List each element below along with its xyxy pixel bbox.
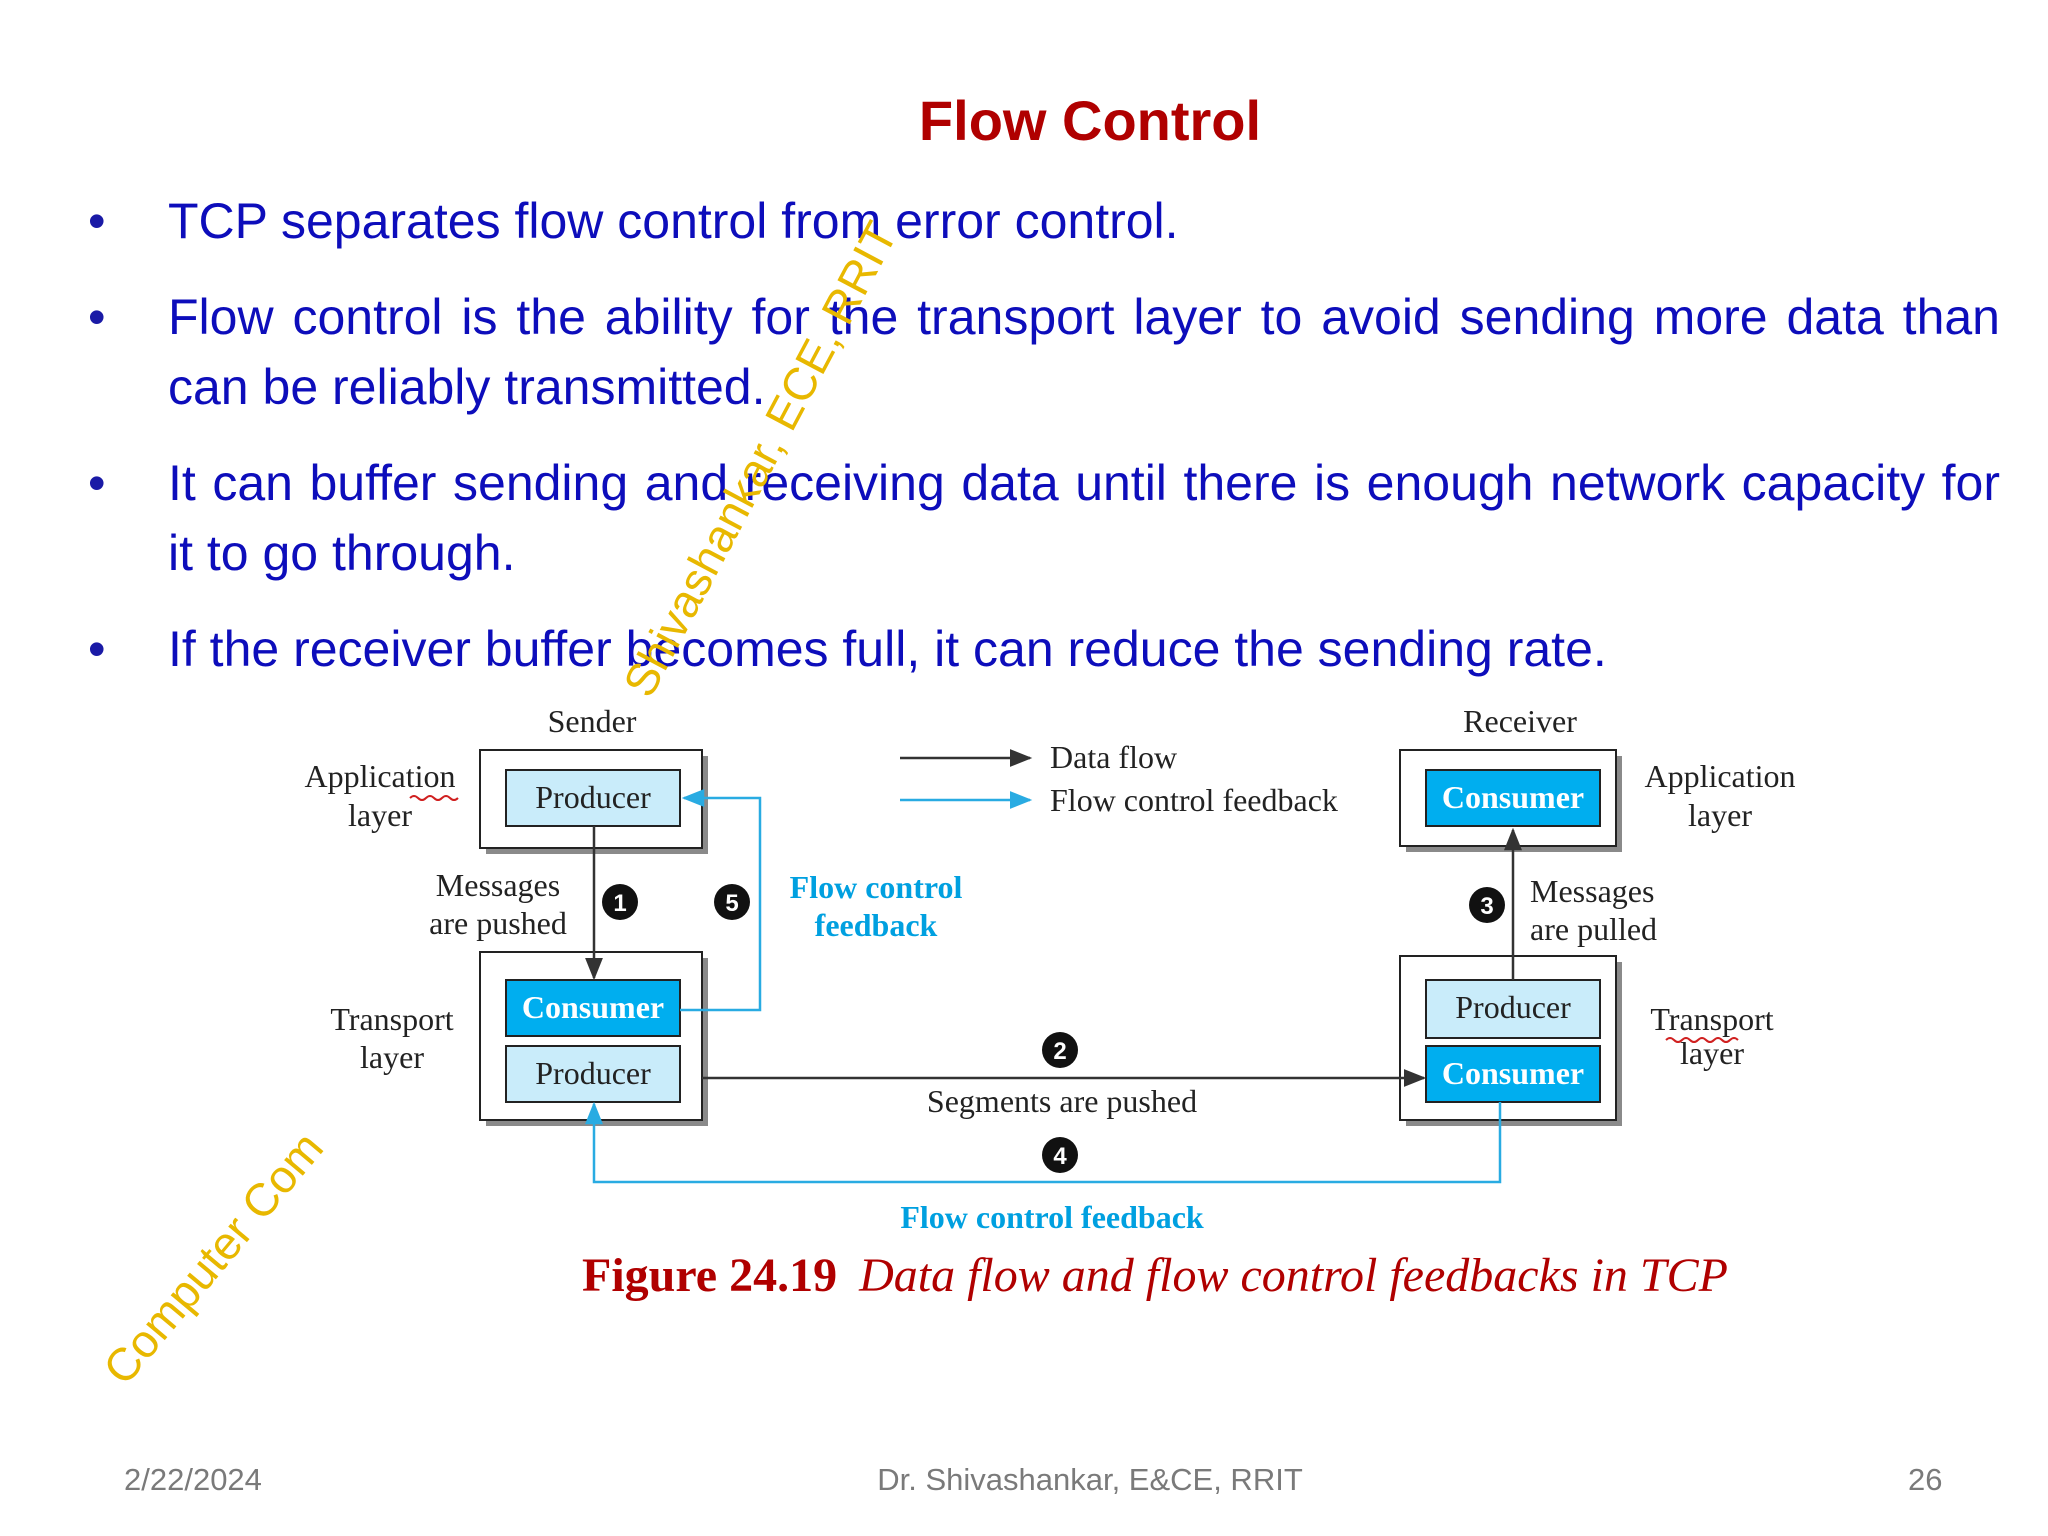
receiver-consumer-label: Consumer [1442, 779, 1584, 815]
step-badge [1042, 1032, 1078, 1068]
sender-producer-label: Producer [535, 779, 651, 815]
segments-pushed-label: Segments are pushed [927, 1083, 1197, 1119]
bullet-item: • If the receiver buffer becomes full, i… [88, 614, 2000, 684]
step-number: 3 [1480, 893, 1493, 920]
sender-consumer-box [505, 979, 681, 1037]
bullet-text: It can buffer sending and receiving data… [168, 455, 2000, 581]
footer-author: Dr. Shivashankar, E&CE, RRIT [877, 1462, 1303, 1497]
messages-pushed-label: are pushed [429, 905, 567, 941]
sender-transport-layer-label: Transport [330, 1001, 453, 1037]
bullet-list: • TCP separates flow control from error … [88, 186, 2000, 710]
arrow-feedback-4 [585, 1101, 1502, 1184]
step-badge [602, 884, 638, 920]
slide-title: Flow Control [918, 89, 1262, 152]
bullet-item: • It can buffer sending and receiving da… [88, 448, 2000, 588]
sender-producer2-label: Producer [535, 1055, 651, 1091]
sender-producer-box [505, 769, 681, 827]
sender-app-layer-label: Application [304, 758, 455, 794]
step-number: 4 [1053, 1143, 1067, 1170]
step-number: 2 [1053, 1038, 1066, 1065]
bullet-dot: • [88, 193, 106, 249]
messages-pulled-label: are pulled [1530, 911, 1657, 947]
feedback-5-label: Flow control [790, 869, 963, 905]
arrow-feedback-5 [680, 789, 762, 1012]
spellcheck-squiggle [1665, 1037, 1739, 1043]
receiver-label: Receiver [1463, 703, 1577, 739]
messages-pulled-label: Messages [1530, 873, 1654, 909]
receiver-app-layer-label: layer [1688, 797, 1752, 833]
messages-pushed-label: Messages [436, 867, 560, 903]
bullet-dot: • [88, 289, 106, 345]
receiver-producer-label: Producer [1455, 989, 1571, 1025]
bullet-item: • TCP separates flow control from error … [88, 186, 2000, 256]
receiver-transport-layer-label: Transport [1650, 1001, 1773, 1037]
legend-data-flow-label: Data flow [1050, 739, 1177, 775]
sender-transport-layer-label: layer [360, 1039, 424, 1075]
bullet-dot: • [88, 455, 106, 511]
feedback-4-label: Flow control feedback [900, 1199, 1204, 1235]
bullet-text: If the receiver buffer becomes full, it … [168, 621, 1607, 677]
figure-caption: Figure 24.19 Data flow and flow control f… [582, 1248, 1728, 1303]
receiver-consumer-box [1425, 769, 1601, 827]
receiver-consumer2-label: Consumer [1442, 1055, 1584, 1091]
receiver-app-layer-label: Application [1644, 758, 1795, 794]
step-badge [1469, 887, 1505, 923]
step-number: 5 [725, 890, 738, 917]
step-badge [1042, 1137, 1078, 1173]
bullet-dot: • [88, 621, 106, 677]
sender-producer2-box [505, 1045, 681, 1103]
legend-feedback-label: Flow control feedback [1050, 782, 1338, 818]
step-badge [714, 884, 750, 920]
footer-page-number: 26 [1908, 1462, 1943, 1497]
receiver-consumer2-box [1425, 1045, 1601, 1103]
sender-app-layer-label: layer [348, 797, 412, 833]
bullet-text: Flow control is the ability for the tran… [168, 289, 2000, 415]
sender-consumer-label: Consumer [522, 989, 664, 1025]
receiver-producer-box [1425, 979, 1601, 1039]
footer-date: 2/22/2024 [124, 1462, 262, 1497]
spellcheck-squiggle [409, 795, 459, 801]
figure-number: Figure 24.19 [582, 1249, 838, 1302]
step-number: 1 [613, 890, 626, 917]
sender-label: Sender [548, 703, 637, 739]
bullet-item: • Flow control is the ability for the tr… [88, 282, 2000, 422]
feedback-5-label: feedback [815, 907, 938, 943]
figure-description: Data flow and flow control feedbacks in … [859, 1249, 1728, 1302]
bullet-text: TCP separates flow control from error co… [168, 193, 1179, 249]
